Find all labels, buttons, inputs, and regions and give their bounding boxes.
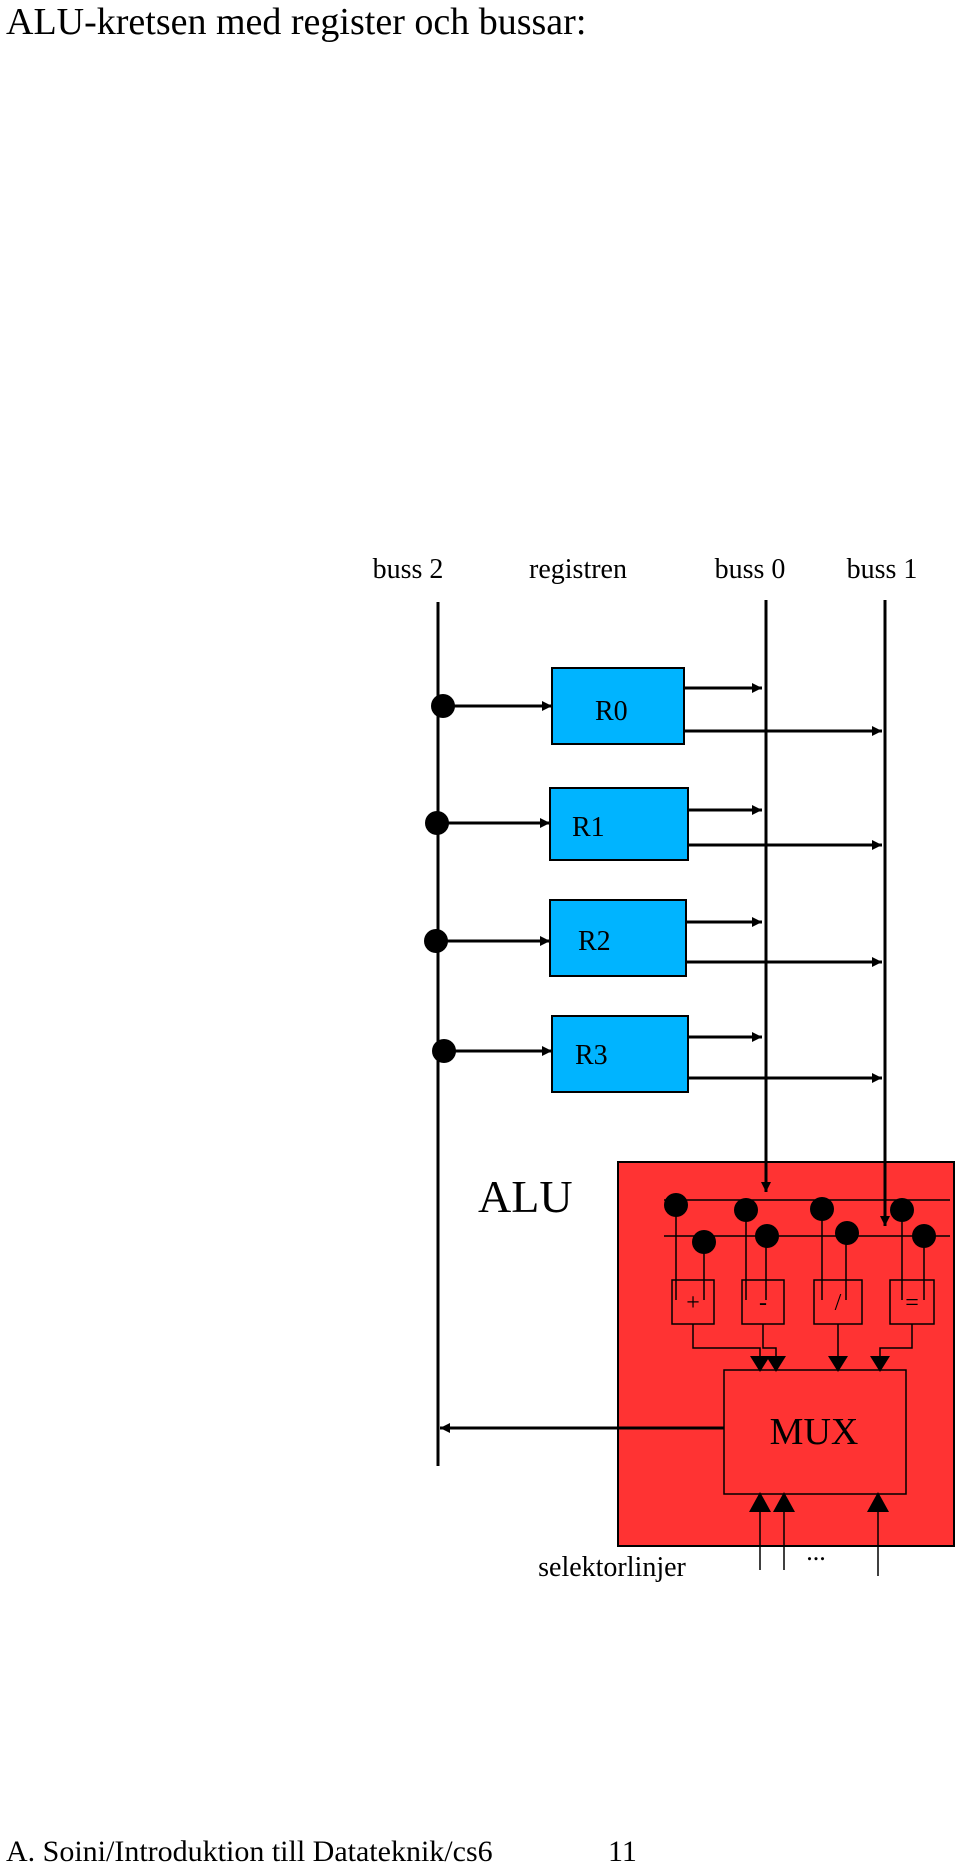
register-r1-box (549, 787, 689, 861)
register-r2-box (549, 899, 687, 977)
register-r3: R3 (551, 1015, 689, 1093)
op-equals-label: = (905, 1290, 919, 1316)
register-r0-label: R0 (595, 696, 628, 727)
page-title: ALU-kretsen med register och bussar: (6, 1, 587, 43)
bus1-label: buss 1 (847, 554, 918, 585)
op-plus-label: + (686, 1290, 700, 1316)
alu-box (617, 1161, 955, 1547)
alu-label: ALU (478, 1171, 573, 1222)
bus0-label: buss 0 (715, 554, 786, 585)
footer-text: A. Soini/Introduktion till Datateknik/cs… (6, 1835, 493, 1868)
register-r2-label: R2 (578, 926, 611, 957)
register-r1: R1 (549, 787, 689, 861)
register-input-wires (424, 694, 552, 1063)
register-r1-label: R1 (572, 812, 605, 843)
alu-junction-dots (664, 1193, 936, 1254)
bus2-label: buss 2 (373, 554, 444, 585)
mux-box (723, 1369, 907, 1495)
registers-label: registren (529, 554, 627, 585)
register-r3-label: R3 (575, 1040, 608, 1071)
register-r2: R2 (549, 899, 687, 977)
op-divide-label: / (835, 1290, 842, 1316)
selector-ellipsis: ... (806, 1537, 826, 1566)
op-minus-label: - (759, 1290, 767, 1316)
mux-label: MUX (770, 1411, 859, 1453)
register-output-wires (684, 683, 882, 1083)
selector-arrows (749, 1492, 889, 1512)
register-r3-box (551, 1015, 689, 1093)
mux-input-arrows (750, 1356, 890, 1372)
selector-label: selektorlinjer (538, 1552, 686, 1583)
register-r0: R0 (551, 667, 685, 745)
page-number: 11 (608, 1835, 637, 1868)
